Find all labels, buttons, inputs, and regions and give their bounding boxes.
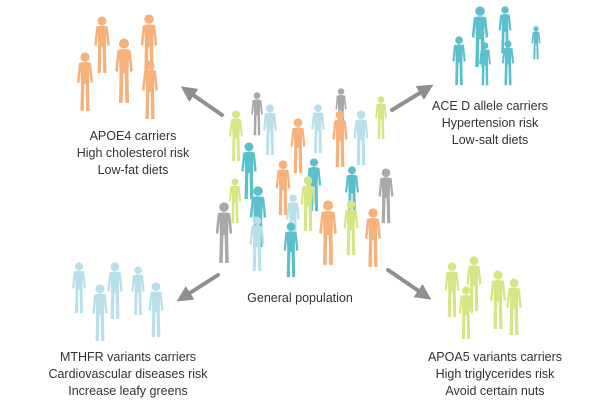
person-silhouette	[241, 142, 257, 200]
caption-line: Cardiovascular diseases risk	[48, 367, 208, 381]
caption-line: High cholesterol risk	[76, 146, 190, 160]
person-silhouette	[263, 104, 277, 156]
caption-line: Low-fat diets	[97, 163, 169, 177]
orange-person-silhouette	[115, 38, 133, 103]
person-silhouette	[378, 168, 394, 224]
teal-person-silhouette	[452, 36, 466, 86]
person-silhouette	[332, 110, 348, 168]
person-silhouette	[365, 208, 381, 267]
person-silhouette	[353, 110, 369, 166]
general-population-crowd	[215, 88, 394, 278]
lightblue-person-silhouette	[131, 266, 145, 316]
teal-person-silhouette	[531, 26, 541, 60]
caption-line: APOA5 variants carriers	[427, 350, 563, 364]
caption-line: Increase leafy greens	[68, 384, 188, 398]
caption-line: Low-salt diets	[451, 133, 529, 147]
lime-person-silhouette	[444, 262, 460, 318]
person-silhouette	[251, 92, 263, 136]
caption-line: High triglycerides risk	[435, 367, 555, 381]
lightblue-person-silhouette	[148, 282, 164, 338]
lime-person-silhouette	[506, 278, 522, 336]
person-silhouette	[249, 216, 265, 272]
lightblue-person-silhouette	[92, 284, 108, 342]
ace-group-figures	[452, 6, 541, 86]
apoe4-group-figures	[77, 14, 158, 119]
person-silhouette	[300, 176, 316, 232]
caption-line: Avoid certain nuts	[445, 384, 545, 398]
lightblue-person-silhouette	[72, 262, 86, 314]
person-silhouette	[283, 222, 299, 278]
person-silhouette	[319, 200, 337, 265]
person-silhouette	[290, 118, 306, 174]
person-silhouette	[229, 110, 243, 162]
lime-person-silhouette	[458, 286, 474, 340]
person-silhouette	[375, 96, 387, 140]
person-silhouette	[228, 178, 242, 224]
lightblue-person-silhouette	[107, 262, 123, 320]
caption-line: ACE D allele carriers	[431, 99, 548, 113]
apoe4-group-caption: APOE4 carriers High cholesterol risk Low…	[48, 128, 218, 179]
orange-person-silhouette	[77, 52, 93, 111]
arrow-to-ace-group	[390, 84, 434, 112]
general-population-label: General population	[220, 290, 380, 307]
arrow-to-apoe4-group	[180, 86, 224, 117]
teal-person-silhouette	[479, 42, 491, 86]
arrow-to-apoa5-group	[386, 268, 432, 300]
lime-person-silhouette	[490, 270, 506, 329]
caption-line: MTHFR variants carriers	[59, 350, 197, 364]
teal-person-silhouette	[501, 40, 515, 86]
mthfr-group-caption: MTHFR variants carriers Cardiovascular d…	[28, 349, 228, 400]
caption-line: APOE4 carriers	[89, 129, 177, 143]
caption-line: General population	[247, 291, 353, 305]
arrows-layer	[176, 84, 434, 302]
arrow-to-mthfr-group	[176, 273, 220, 302]
person-silhouette	[275, 160, 291, 216]
person-silhouette	[311, 104, 325, 154]
person-silhouette	[215, 202, 233, 263]
orange-person-silhouette	[142, 60, 158, 119]
mthfr-group-figures	[72, 262, 164, 342]
orange-person-silhouette	[94, 16, 110, 74]
apoa5-group-caption: APOA5 variants carriers High triglycerid…	[395, 349, 595, 400]
apoa5-group-figures	[444, 256, 522, 340]
teal-person-silhouette	[498, 6, 512, 54]
caption-line: Hypertension risk	[441, 116, 539, 130]
ace-group-caption: ACE D allele carriers Hypertension risk …	[400, 98, 580, 149]
person-silhouette	[343, 200, 359, 256]
